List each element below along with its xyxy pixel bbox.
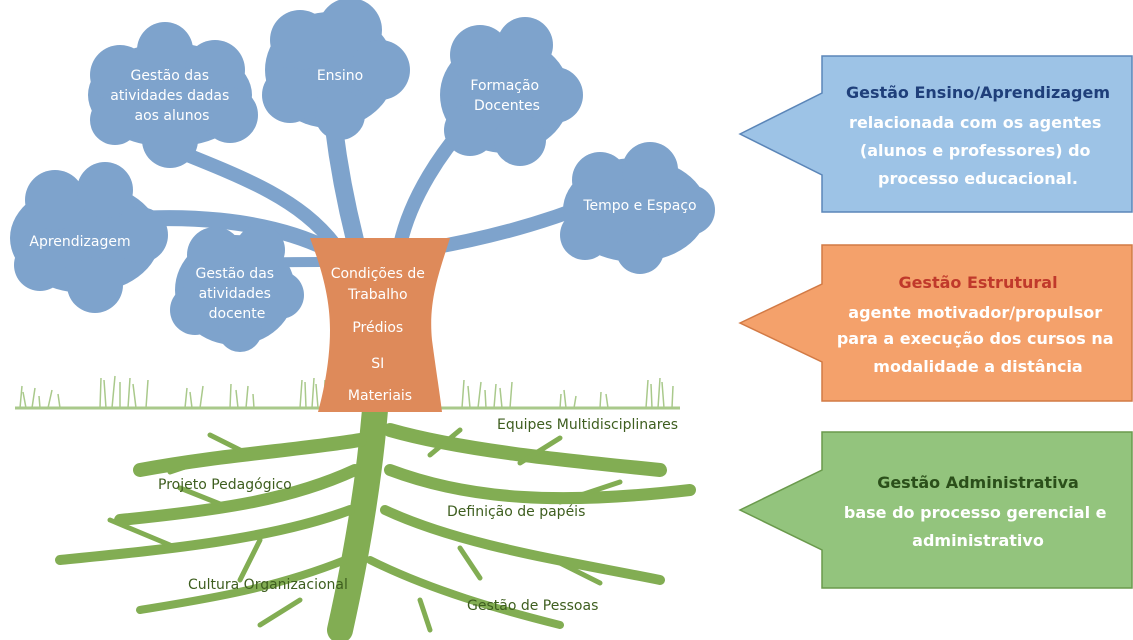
- cloud-gestao-atividades-alunos: [88, 22, 258, 168]
- root-left-mid: [114, 464, 361, 526]
- panel-title: Gestão Ensino/Aprendizagem: [846, 83, 1110, 102]
- root-left-bottom: [136, 556, 349, 614]
- panel-body: relacionada com os agentes (alunos e pro…: [849, 113, 1107, 188]
- roots: [55, 397, 696, 640]
- panel-title: Gestão Administrativa: [877, 473, 1079, 492]
- panel-body: base do processo gerencial e administrat…: [844, 503, 1112, 550]
- canopy-labels: Gestão das atividades dadas aos alunos E…: [29, 68, 696, 322]
- root-right-bottom: [366, 556, 564, 629]
- root-label: Projeto Pedagógico: [158, 477, 292, 493]
- root-labels: Equipes Multidisciplinares Projeto Pedag…: [158, 417, 678, 614]
- trunk-label: Condições de Trabalho Prédios SI Materia…: [331, 266, 430, 404]
- canopy: [10, 0, 715, 352]
- cloud-label: Tempo e Espaço: [582, 198, 696, 214]
- cloud-label: Gestão das atividades dadas aos alunos: [110, 68, 234, 124]
- cloud-gestao-atividades-docente: [170, 225, 304, 352]
- cloud-tempo-espaco: [560, 142, 715, 274]
- panel-estrutural: Gestão Estrutural agente motivador/propu…: [738, 244, 1133, 402]
- cloud-label: Aprendizagem: [29, 234, 130, 250]
- cloud-aprendizagem: [10, 162, 168, 313]
- root-right-upper: [383, 423, 667, 477]
- cloud-label: Gestão das atividades docente: [195, 266, 278, 322]
- root-right-mid: [384, 464, 696, 505]
- cloud-ensino: [262, 0, 410, 140]
- panel-ensino-aprendizagem: Gestão Ensino/Aprendizagem relacionada c…: [738, 55, 1133, 213]
- cloud-formacao-docentes: [440, 17, 583, 166]
- grass-tufts: [19, 375, 674, 409]
- root-label: Gestão de Pessoas: [467, 598, 598, 614]
- cloud-label: Formação Docentes: [470, 78, 543, 114]
- cloud-label: Ensino: [317, 68, 363, 84]
- root-label: Cultura Organizacional: [188, 577, 348, 593]
- root-label: Definição de papéis: [447, 504, 585, 520]
- root-right-low: [380, 505, 665, 585]
- panel-body: agente motivador/propulsor para a execuç…: [837, 303, 1119, 376]
- root-label: Equipes Multidisciplinares: [497, 417, 678, 433]
- panel-title: Gestão Estrutural: [898, 273, 1057, 292]
- panel-administrativa: Gestão Administrativa base do processo g…: [738, 431, 1133, 589]
- root-left-upper: [133, 433, 367, 477]
- root-left-low: [55, 505, 355, 565]
- trunk: Condições de Trabalho Prédios SI Materia…: [310, 238, 450, 412]
- root-main: [327, 397, 388, 640]
